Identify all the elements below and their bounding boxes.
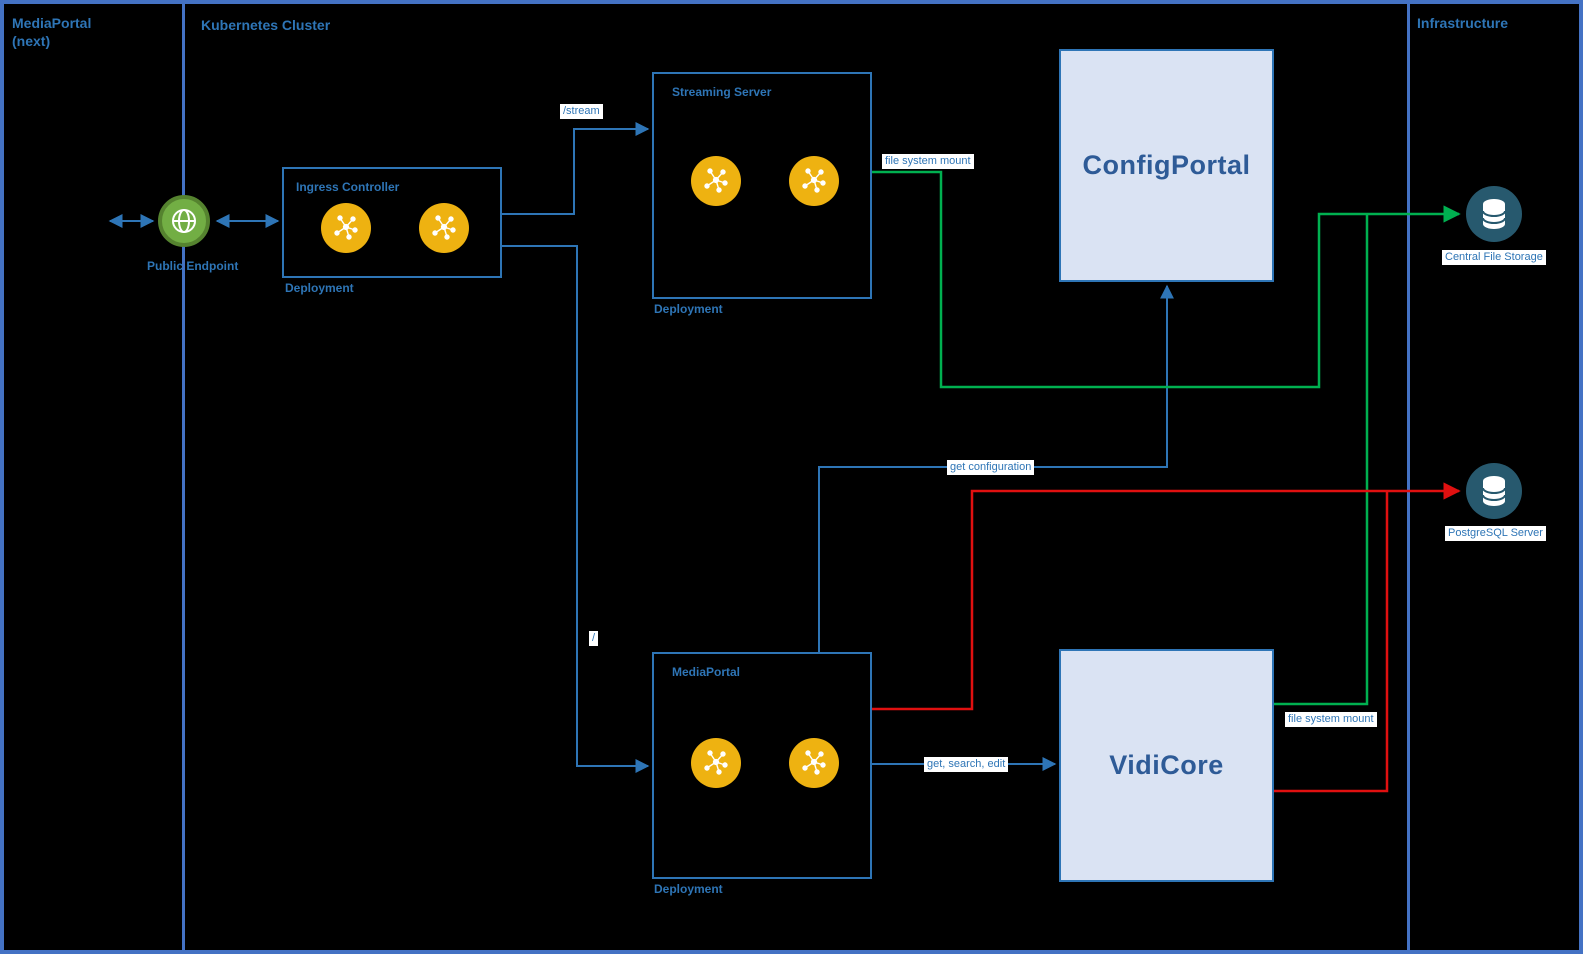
- public-endpoint-label: Public Endpoint: [147, 259, 239, 273]
- kubernetes-pod-icon: [788, 155, 840, 207]
- kubernetes-pod-icon: [788, 737, 840, 789]
- node-title-configportal: ConfigPortal: [1082, 150, 1251, 180]
- edge-label-root: /: [589, 631, 599, 646]
- database-icon: [1464, 461, 1524, 526]
- edge-label-get-search-edit: get, search, edit: [924, 757, 1009, 772]
- node-configportal: ConfigPortal: [1059, 49, 1274, 282]
- edge-label-streaming-fs-mount: file system mount: [882, 154, 974, 169]
- node-title-mediaportal: MediaPortal: [672, 665, 741, 679]
- deployment-label-mediaportal: Deployment: [654, 882, 723, 896]
- section-title-infrastructure: Infrastructure: [1417, 15, 1509, 31]
- globe-network-icon: [156, 193, 212, 254]
- node-title-streaming-server: Streaming Server: [672, 85, 772, 99]
- section-title-kubernetes-cluster: Kubernetes Cluster: [201, 17, 331, 33]
- kubernetes-pod-icon: [418, 202, 470, 254]
- kubernetes-pod-icon: [320, 202, 372, 254]
- edge-label-vidicore-fs-mount: file system mount: [1285, 712, 1377, 727]
- edge-vidicore-postgresql: [1274, 492, 1389, 793]
- kubernetes-pod-icon: [690, 155, 742, 207]
- deployment-label-streaming: Deployment: [654, 302, 723, 316]
- edge-label-get-configuration: get configuration: [947, 460, 1035, 475]
- left-section-divider: [182, 4, 185, 950]
- right-section-divider: [1407, 4, 1410, 950]
- node-mediaportal: MediaPortal: [652, 652, 872, 879]
- edge-root-route: [502, 245, 650, 773]
- section-title-mediaportal-next: MediaPortal (next): [12, 14, 91, 50]
- database-icon: [1464, 184, 1524, 249]
- node-streaming-server: Streaming Server: [652, 72, 872, 299]
- central-file-storage-label: Central File Storage: [1442, 250, 1546, 265]
- section-title-line2: (next): [12, 33, 51, 49]
- edge-label-stream: /stream: [560, 104, 603, 119]
- deployment-label-ingress: Deployment: [285, 281, 354, 295]
- postgresql-server-label: PostgreSQL Server: [1445, 526, 1546, 541]
- node-vidicore: VidiCore: [1059, 649, 1274, 882]
- kubernetes-pod-icon: [690, 737, 742, 789]
- node-title-vidicore: VidiCore: [1109, 750, 1224, 780]
- node-title-ingress-controller: Ingress Controller: [296, 180, 400, 194]
- node-ingress-controller: Ingress Controller: [282, 167, 502, 278]
- section-title-line1: MediaPortal: [12, 15, 92, 31]
- edge-stream-route: [502, 122, 650, 215]
- edge-vidicore-fs-mount: [1274, 215, 1369, 706]
